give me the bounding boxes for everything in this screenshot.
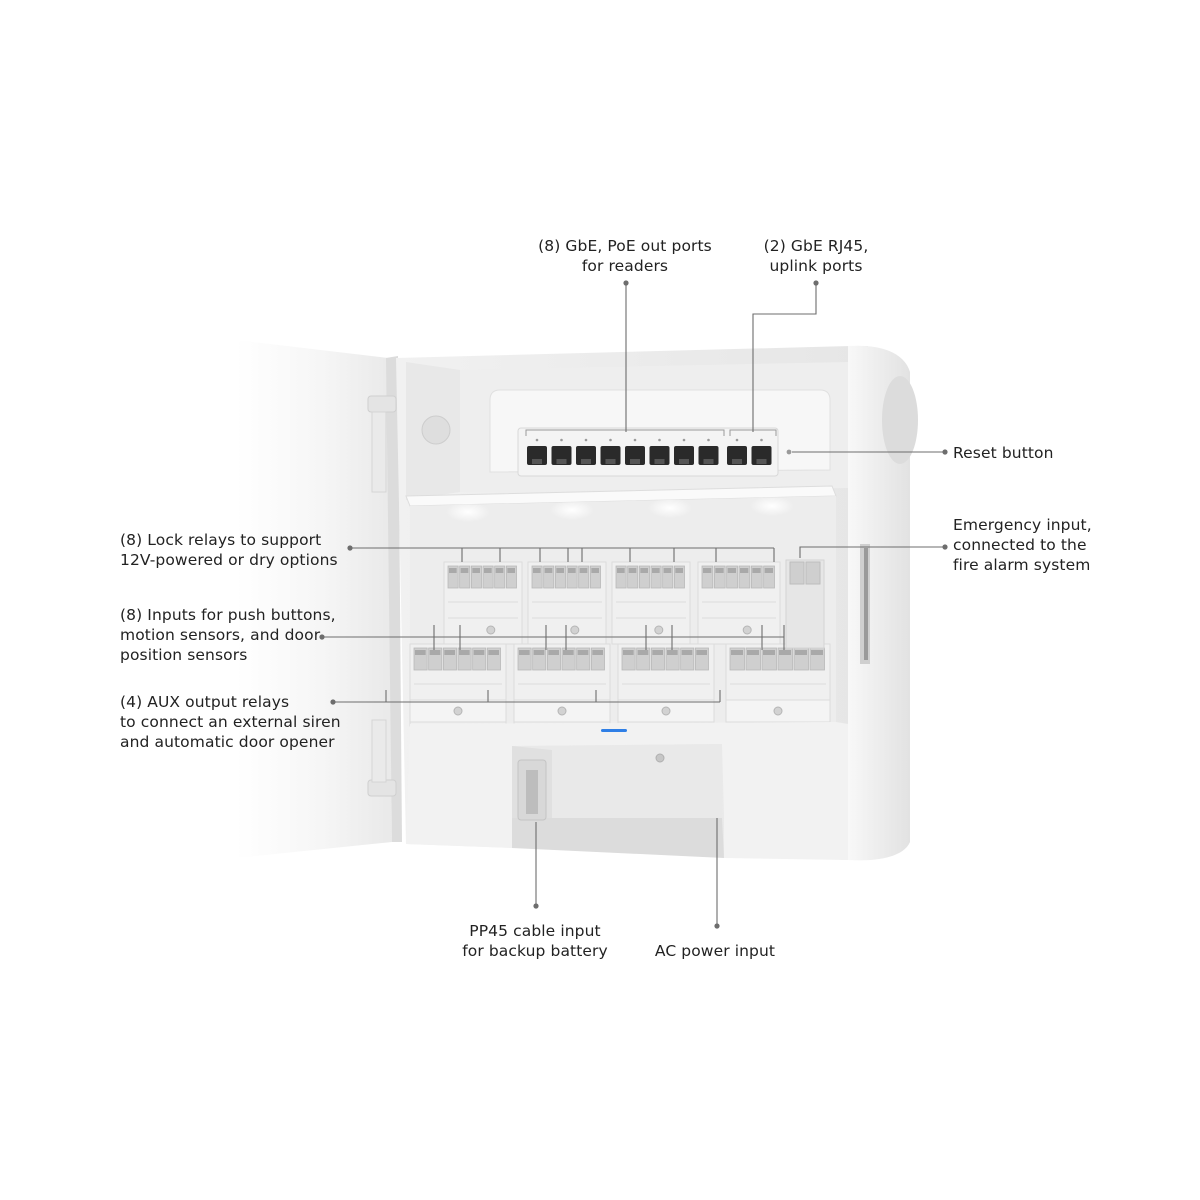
reset-pinhole	[786, 449, 792, 455]
rj45-port-group	[517, 427, 779, 477]
callout-leaders	[319, 280, 948, 929]
callout-poe-ports: (8) GbE, PoE out ports for readers	[538, 237, 712, 275]
callout-inputs: (8) Inputs for push buttons, motion sens…	[120, 606, 336, 664]
callout-emergency-input: Emergency input, connected to the fire a…	[953, 516, 1092, 574]
callout-reset-button: Reset button	[953, 444, 1054, 462]
lower-compartment	[406, 722, 848, 860]
status-led	[601, 729, 627, 732]
callout-battery-input: PP45 cable input for backup battery	[462, 922, 608, 960]
callout-aux-relays: (4) AUX output relays to connect an exte…	[120, 693, 341, 751]
interior-lights	[446, 496, 794, 522]
lower-terminal-modules	[409, 643, 831, 727]
emergency-terminal	[785, 559, 825, 649]
callout-uplink-ports: (2) GbE RJ45, uplink ports	[763, 237, 869, 275]
enclosure-door	[236, 340, 402, 858]
callout-ac-input: AC power input	[654, 942, 776, 960]
callout-lock-relays: (8) Lock relays to support 12V-powered o…	[120, 531, 338, 569]
upper-terminal-modules	[443, 561, 781, 645]
